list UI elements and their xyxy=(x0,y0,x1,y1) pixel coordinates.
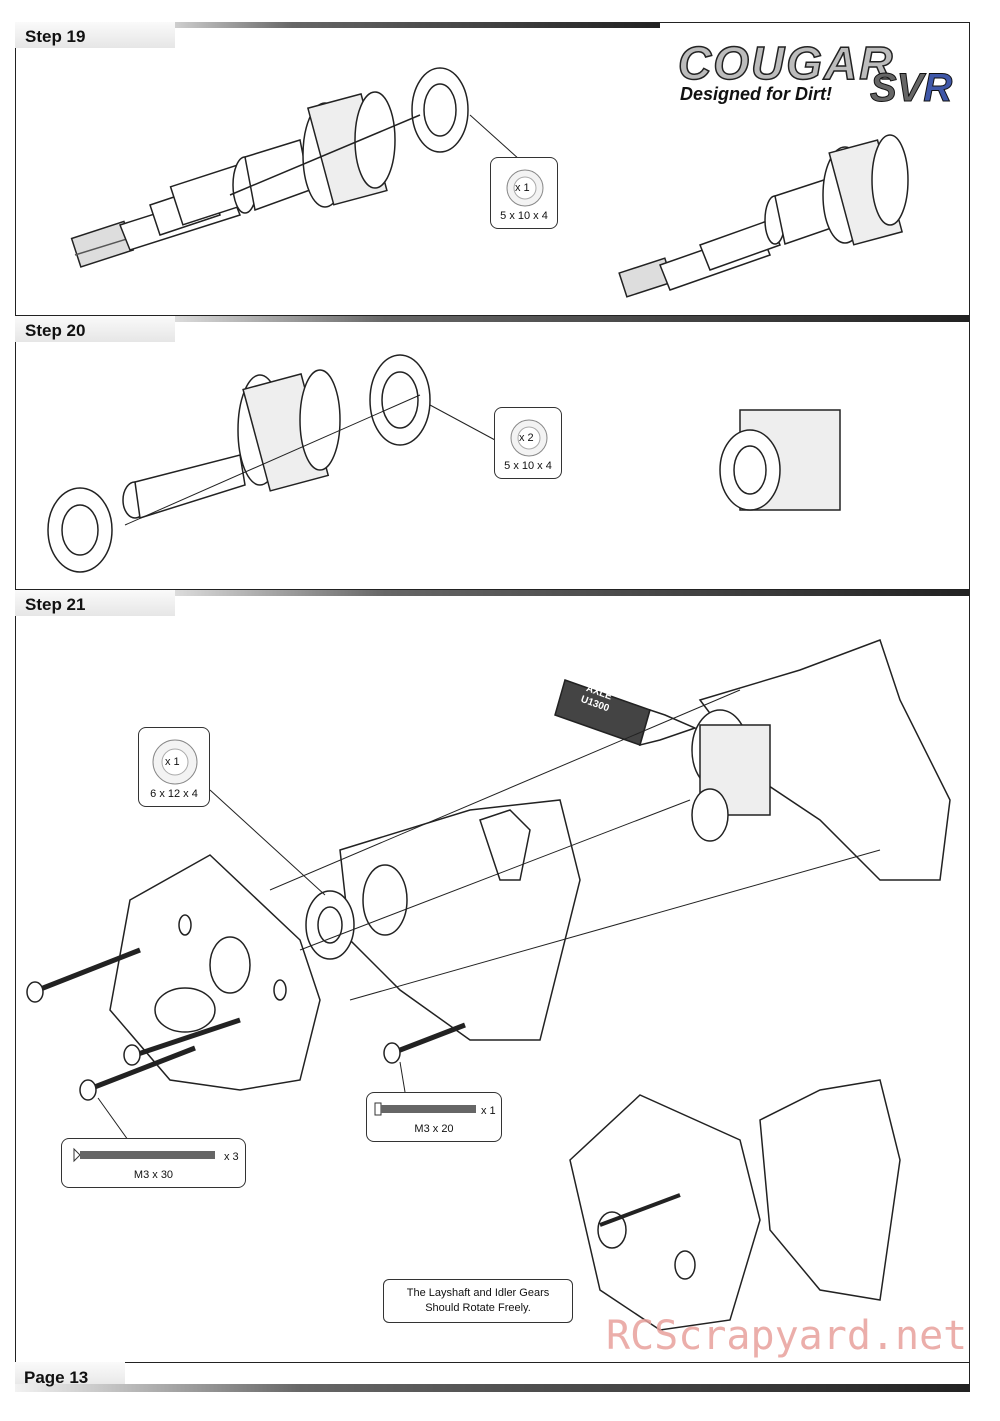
bearing-callout-step-21: x 1 6 x 12 x 4 xyxy=(138,727,210,807)
layshaft-assembled-diagram xyxy=(618,134,909,298)
logo-model: SVR xyxy=(869,66,953,111)
step-19-header: Step 19 xyxy=(15,22,970,52)
watermark: RCScrapyard.net xyxy=(606,1313,968,1359)
screw-m3x30-diagrams xyxy=(26,947,241,1101)
bearing-size: 5 x 10 x 4 xyxy=(500,210,548,222)
step-divider xyxy=(15,315,970,316)
screw-size: M3 x 20 xyxy=(414,1123,454,1135)
rotation-note: The Layshaft and Idler Gears Should Rota… xyxy=(383,1279,573,1323)
logo-brand: COUGAR xyxy=(677,36,895,90)
screw-callout-m3x30: x 3 M3 x 30 xyxy=(61,1138,246,1188)
gearbox-assembled-diagram xyxy=(569,1079,901,1331)
bearing-size: 5 x 10 x 4 xyxy=(504,460,552,472)
screw-qty: x 3 xyxy=(224,1151,239,1163)
screw-qty: x 1 xyxy=(481,1105,496,1117)
step-21-header: Step 21 xyxy=(15,590,970,620)
step-19-title: Step 19 xyxy=(25,27,86,46)
page-number: Page 13 xyxy=(24,1368,89,1387)
step-20-title: Step 20 xyxy=(25,321,86,340)
bearing-qty: x 1 xyxy=(165,756,180,768)
step-divider xyxy=(15,589,970,590)
bearing-callout-step-20: x 2 5 x 10 x 4 xyxy=(494,407,562,479)
idler-gear-exploded-diagram xyxy=(47,354,431,573)
bearing-qty: x 1 xyxy=(515,182,530,194)
screw-size: M3 x 30 xyxy=(133,1169,174,1181)
layshaft-exploded-diagram xyxy=(70,67,469,268)
screw-m3x20-diagram xyxy=(383,1022,466,1064)
footer-bar xyxy=(15,1384,970,1392)
gearbox-housing-diagram xyxy=(305,639,951,1041)
step-21-title: Step 21 xyxy=(25,595,86,614)
bearing-size: 6 x 12 x 4 xyxy=(150,788,198,800)
idler-gear-assembled-diagram xyxy=(719,409,841,511)
footer-tab xyxy=(15,1362,175,1392)
screw-callout-m3x20: x 1 M3 x 20 xyxy=(366,1092,502,1142)
grease-tube-diagram xyxy=(554,679,698,747)
cougar-svr-logo: COUGAR SVR Designed for Dirt! xyxy=(670,36,960,116)
step-20-header: Step 20 xyxy=(15,316,970,346)
footer-divider xyxy=(15,1362,970,1363)
logo-tagline: Designed for Dirt! xyxy=(680,84,833,104)
gearbox-plate-diagram xyxy=(109,854,321,1091)
bearing-qty: x 2 xyxy=(519,432,534,444)
bearing-callout-step-19: x 1 5 x 10 x 4 xyxy=(490,157,558,229)
